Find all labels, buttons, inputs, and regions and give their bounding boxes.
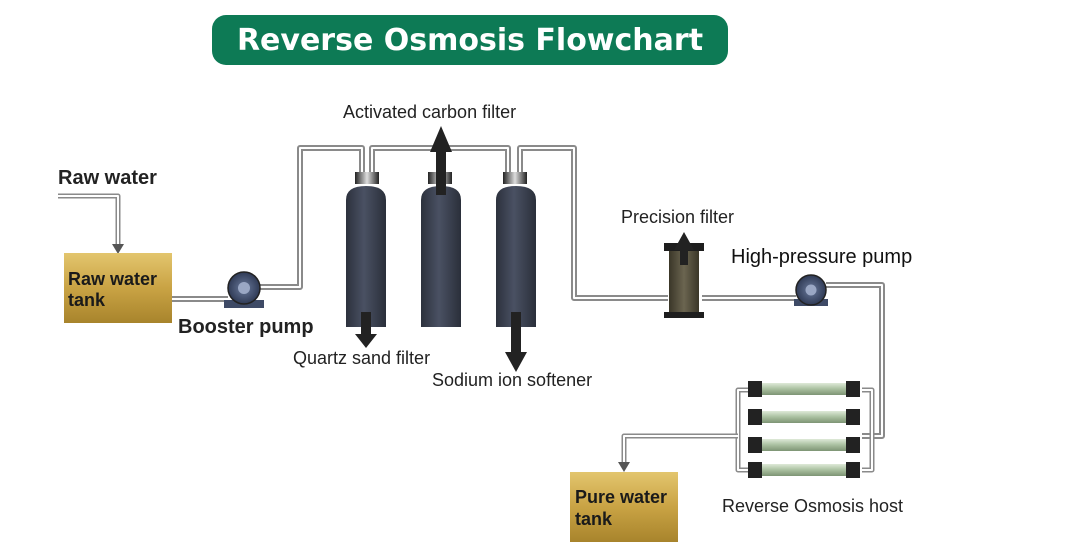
inlet-pipe [58, 193, 121, 246]
pipes [58, 145, 885, 473]
up-arrow-icon [430, 126, 452, 195]
quartz-sand-filter-label: Quartz sand filter [293, 348, 430, 368]
reverse-osmosis-host: Reverse Osmosis host [722, 381, 903, 516]
high-pressure-pump: High-pressure pump [731, 246, 912, 306]
pure-water-tank-label-1: Pure water [575, 487, 667, 507]
sodium-ion-softener-label: Sodium ion softener [432, 370, 592, 390]
raw-water-tank: Raw water tank [64, 253, 172, 323]
title-banner: Reverse Osmosis Flowchart [212, 15, 728, 65]
high-pressure-pump-label: High-pressure pump [731, 246, 912, 268]
precision-filter: Precision filter [621, 207, 734, 318]
pure-water-tank-label-2: tank [575, 509, 613, 529]
activated-carbon-filter-body [421, 186, 461, 327]
down-arrow-icon [355, 312, 377, 348]
page-title: Reverse Osmosis Flowchart [237, 23, 703, 58]
raw-water-label: Raw water [58, 167, 157, 189]
pure-water-tank-body [570, 472, 678, 542]
membrane-tube [748, 381, 860, 397]
raw-water-tank-label-1: Raw water [68, 269, 157, 289]
title-background [212, 15, 728, 65]
membrane-tube [748, 437, 860, 453]
booster-pump: Booster pump [178, 271, 314, 338]
reverse-osmosis-host-label: Reverse Osmosis host [722, 496, 903, 516]
precision-filter-label: Precision filter [621, 207, 734, 227]
inlet-arrow-icon [112, 244, 124, 254]
raw-water-tank-body [64, 253, 172, 323]
activated-carbon-filter-label: Activated carbon filter [343, 102, 516, 122]
ro-to-pure-tank-pipe [621, 433, 738, 466]
raw-water-tank-label-2: tank [68, 290, 106, 310]
membrane-tube [748, 409, 860, 425]
quartz-sand-filter-body [346, 186, 386, 327]
sodium-ion-softener [496, 172, 536, 327]
up-arrow-icon [674, 232, 694, 265]
booster-pump-label: Booster pump [178, 316, 314, 338]
membrane-tube [748, 462, 860, 478]
down-arrow-icon [505, 312, 527, 372]
outlet-arrow-icon [618, 462, 630, 472]
quartz-sand-filter [346, 172, 386, 327]
pure-water-tank: Pure water tank [570, 472, 678, 542]
sodium-ion-softener-body [496, 186, 536, 327]
activated-carbon-filter [421, 172, 461, 327]
